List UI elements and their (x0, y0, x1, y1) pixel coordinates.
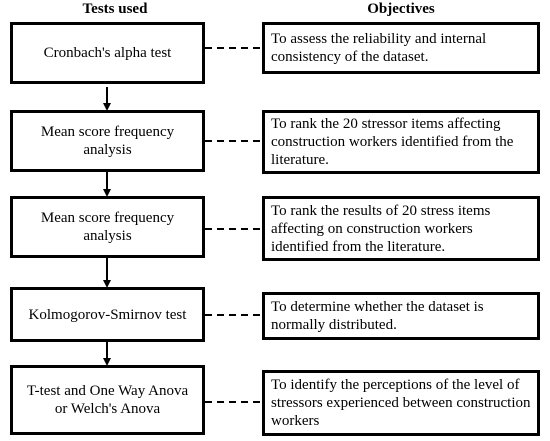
test-label: Mean score frequency analysis (40, 210, 175, 244)
test-box-4: Kolmogorov-Smirnov test (10, 287, 205, 342)
objective-box-2: To rank the 20 stressor items affecting … (262, 110, 540, 174)
test-label: Cronbach's alpha test (43, 45, 172, 61)
objective-text: To rank the 20 stressor items affecting … (271, 116, 514, 168)
objective-text: To identify the perceptions of the level… (271, 377, 531, 429)
test-box-3: Mean score frequency analysis (10, 196, 205, 258)
objective-box-4: To determine whether the dataset is norm… (262, 292, 540, 340)
objective-text: To assess the reliability and internal c… (271, 31, 487, 65)
objective-text: To determine whether the dataset is norm… (271, 299, 484, 333)
test-box-2: Mean score frequency analysis (10, 110, 205, 172)
test-label: Mean score frequency analysis (40, 124, 175, 158)
test-label: T-test and One Way Anova or Welch's Anov… (26, 383, 189, 417)
test-label: Kolmogorov-Smirnov test (28, 306, 187, 323)
tests-used-header: Tests used (82, 1, 148, 17)
objective-box-1: To assess the reliability and internal c… (262, 22, 540, 74)
test-box-1: Cronbach's alpha test (10, 22, 205, 84)
objectives-header: Objectives (367, 1, 435, 17)
test-box-5: T-test and One Way Anova or Welch's Anov… (10, 365, 205, 435)
objective-text: To rank the results of 20 stress items a… (271, 202, 491, 255)
objective-box-3: To rank the results of 20 stress items a… (262, 196, 540, 261)
objective-box-5: To identify the perceptions of the level… (262, 370, 540, 436)
